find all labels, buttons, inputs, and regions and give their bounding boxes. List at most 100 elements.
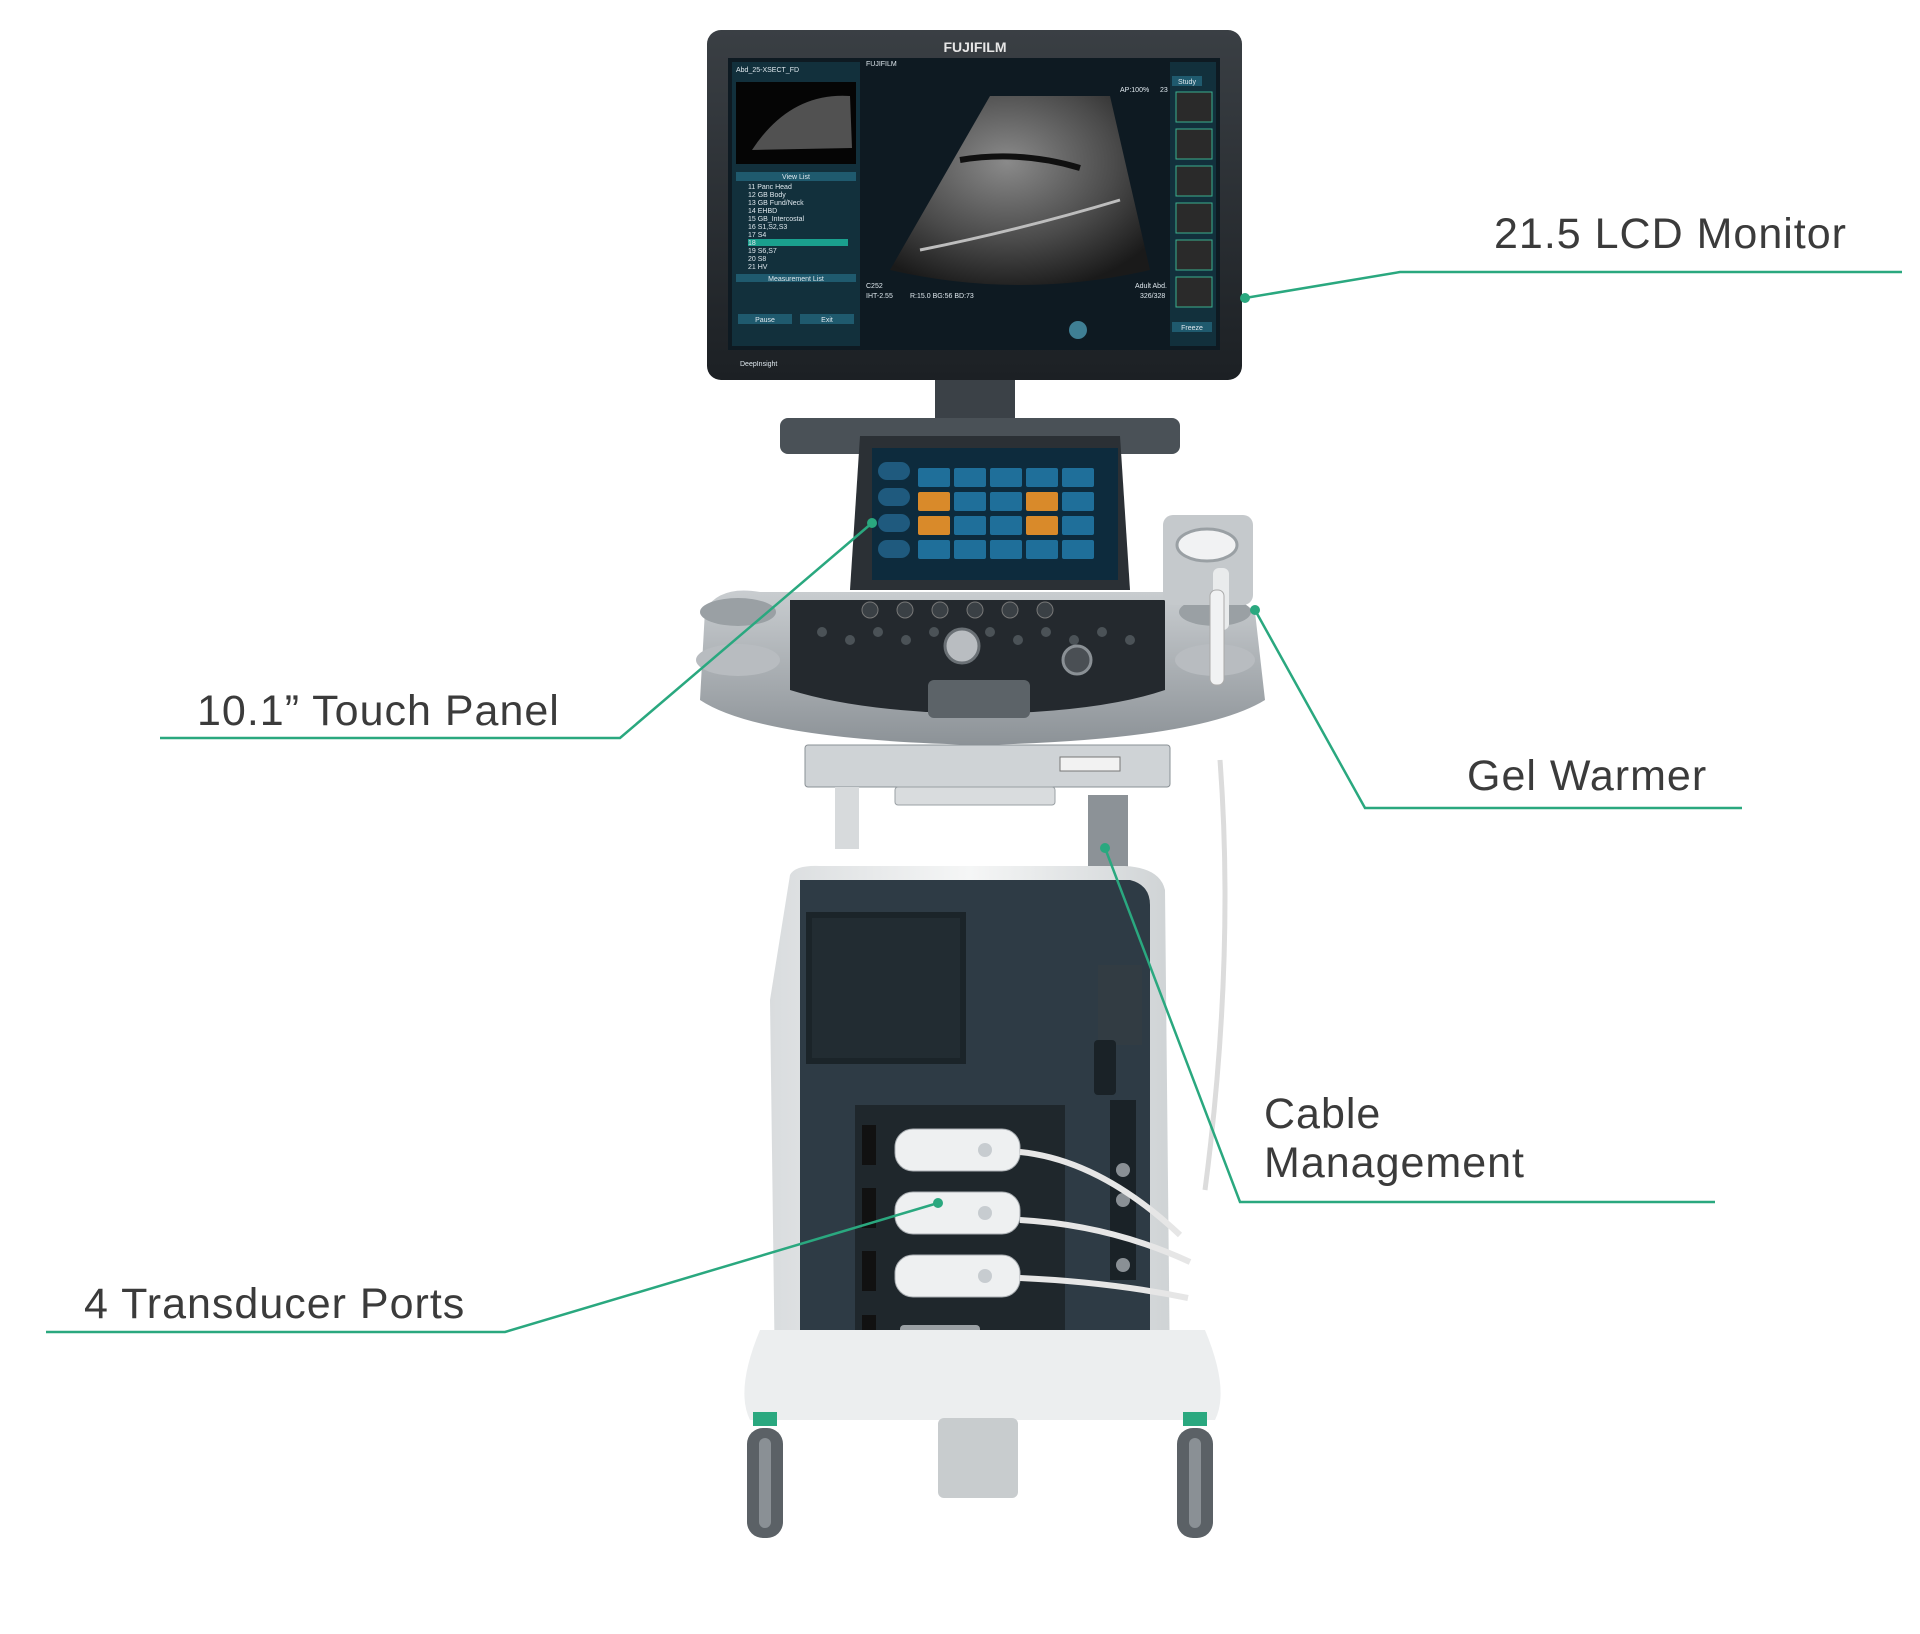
view-list-selected[interactable] — [748, 239, 848, 246]
view-list-item[interactable]: 21 HV — [748, 264, 768, 271]
thi-readout: IHT-2.55 — [866, 293, 893, 300]
probe-button — [978, 1206, 992, 1220]
touch-button[interactable] — [918, 468, 950, 487]
study-thumbnail[interactable] — [1175, 276, 1213, 308]
left-holder-top — [700, 598, 776, 626]
console-key[interactable] — [1041, 627, 1051, 637]
gain-knob[interactable] — [896, 601, 914, 619]
study-thumbnail[interactable] — [1175, 165, 1213, 197]
view-list-item[interactable]: 20 S8 — [748, 256, 766, 263]
gain-knob[interactable] — [861, 601, 879, 619]
wheel-brake — [753, 1412, 777, 1426]
storage-bay-inner — [812, 918, 960, 1058]
touch-button[interactable] — [954, 540, 986, 559]
lcd-monitor: FUJIFILM Abd_25-XSECT_FD View List 11 Pa… — [707, 30, 1242, 380]
leader-touch-panel-dot — [867, 518, 877, 528]
gain-knob[interactable] — [1001, 601, 1019, 619]
console-key[interactable] — [1069, 635, 1079, 645]
touch-side-button[interactable] — [878, 462, 910, 480]
console-key[interactable] — [873, 627, 883, 637]
touch-button[interactable] — [1026, 492, 1058, 511]
view-list-item[interactable]: 15 GB_Intercostal — [748, 216, 804, 223]
hanging-cable — [1202, 759, 1228, 1191]
touch-button[interactable] — [990, 540, 1022, 559]
gain-knob[interactable] — [931, 601, 949, 619]
callout-cable-management-line1: Cable — [1264, 1090, 1382, 1138]
touch-button[interactable] — [954, 468, 986, 487]
console-key[interactable] — [929, 627, 939, 637]
preset-name: Adult Abd. — [1135, 283, 1167, 290]
touch-button[interactable] — [990, 492, 1022, 511]
transducer-cable-3 — [1019, 1275, 1189, 1301]
touch-panel — [850, 436, 1130, 590]
touch-side-button[interactable] — [878, 514, 910, 532]
console-key[interactable] — [1013, 635, 1023, 645]
console-key[interactable] — [1097, 627, 1107, 637]
console-key[interactable] — [1125, 635, 1135, 645]
study-thumbnail[interactable] — [1175, 91, 1213, 123]
monitor-arm — [935, 380, 1015, 420]
base-shell — [744, 1330, 1221, 1420]
measurement-list-label: Measurement List — [768, 276, 824, 283]
leader-transducer-ports-dot — [933, 1198, 943, 1208]
view-list-item[interactable]: 16 S1,S2,S3 — [748, 224, 787, 231]
touch-button[interactable] — [1062, 492, 1094, 511]
touch-button[interactable] — [954, 516, 986, 535]
touch-button[interactable] — [918, 540, 950, 559]
console-key[interactable] — [817, 627, 827, 637]
vessel-shadow — [959, 153, 1081, 171]
touch-button[interactable] — [918, 516, 950, 535]
touch-button[interactable] — [1026, 540, 1058, 559]
probe-button — [978, 1269, 992, 1283]
transducer-port — [862, 1125, 876, 1165]
console-key[interactable] — [901, 635, 911, 645]
touch-button[interactable] — [1026, 468, 1058, 487]
study-thumbnail[interactable] — [1175, 128, 1213, 160]
touch-button[interactable] — [1062, 468, 1094, 487]
freeze-button[interactable] — [1172, 322, 1212, 332]
study-thumbnail[interactable] — [1175, 202, 1213, 234]
touch-button[interactable] — [990, 468, 1022, 487]
callout-leader-lines — [46, 270, 1902, 1334]
touch-button[interactable] — [990, 516, 1022, 535]
console-key[interactable] — [985, 627, 995, 637]
study-thumbnail[interactable] — [1175, 239, 1213, 271]
probe-name: C252 — [866, 283, 883, 290]
view-list-item[interactable]: 17 S4 — [748, 232, 766, 239]
console-leg-left — [835, 787, 859, 849]
gain-knob[interactable] — [1036, 601, 1054, 619]
pause-button[interactable] — [738, 314, 792, 324]
view-list-item[interactable]: 12 GB Body — [748, 192, 786, 199]
touch-panel-buttons — [878, 462, 1094, 559]
view-list-item[interactable]: 19 S6,S7 — [748, 248, 777, 255]
foot-pedal — [938, 1418, 1018, 1498]
touch-button[interactable] — [954, 492, 986, 511]
view-list-item[interactable]: 11 Panc Head — [748, 184, 792, 191]
view-list-item[interactable]: 18 — [748, 240, 756, 247]
warning-label — [1059, 756, 1121, 772]
leader-cable-management — [1103, 847, 1715, 1204]
callout-transducer-ports: 4 Transducer Ports — [84, 1280, 466, 1328]
view-list-item[interactable]: 14 EHBD — [748, 208, 777, 215]
wheel-hub — [1189, 1438, 1201, 1528]
touch-button[interactable] — [918, 492, 950, 511]
callout-cable-management: Cable Management — [1264, 1090, 1525, 1189]
freeze-label: Freeze — [1181, 325, 1203, 332]
view-list-item[interactable]: 13 GB Fund/Neck — [748, 200, 804, 207]
exit-button[interactable] — [800, 314, 854, 324]
study-button[interactable] — [1172, 76, 1202, 86]
touch-button[interactable] — [1062, 516, 1094, 535]
leader-cable-management-dot — [1100, 843, 1110, 853]
touch-button[interactable] — [1026, 516, 1058, 535]
leader-lcd-monitor — [1244, 270, 1902, 300]
touch-side-button[interactable] — [878, 540, 910, 558]
console-key[interactable] — [845, 635, 855, 645]
touch-side-button[interactable] — [878, 488, 910, 506]
callout-gel-warmer: Gel Warmer — [1467, 752, 1708, 800]
dial-knob — [1061, 644, 1093, 676]
touch-button[interactable] — [1062, 540, 1094, 559]
gain-knob[interactable] — [966, 601, 984, 619]
